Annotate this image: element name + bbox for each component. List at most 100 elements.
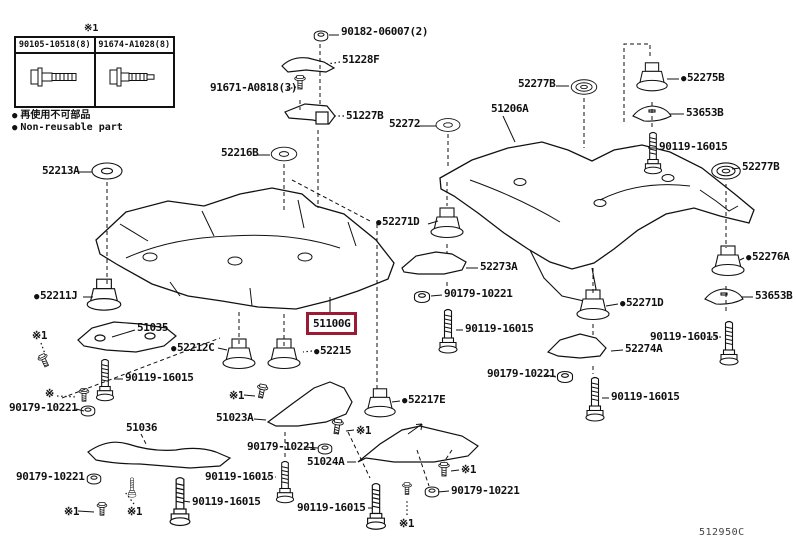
diagram-code: 512950C — [699, 527, 745, 538]
part-label-90119-16015[interactable]: 90119-16015 — [297, 501, 366, 514]
legend: ●再使用不可部品 ●Non-reusable part — [12, 110, 123, 134]
fastener-note-table: 90105-10518(8) 91674-A1028(8) — [14, 36, 175, 108]
part-number-text: ※1 — [356, 424, 372, 437]
part-label-52271D[interactable]: ●52271D — [376, 215, 420, 228]
non-reusable-dot-icon: ● — [376, 217, 382, 228]
part-label-52271D[interactable]: ●52271D — [620, 297, 664, 309]
part-number-text: 52215 — [320, 344, 352, 357]
part-label-90119-16015[interactable]: 90119-16015 — [611, 390, 680, 403]
part-number-text: 90182-06007(2) — [341, 25, 429, 38]
part-label-52276A[interactable]: ●52276A — [746, 251, 790, 263]
part-label-90179-10221[interactable]: 90179-10221 — [451, 484, 520, 497]
part-label-51035[interactable]: 51035 — [137, 322, 169, 333]
part-label-52212C[interactable]: ●52212C — [171, 341, 215, 354]
fastener-cell: 91674-A1028(8) — [93, 38, 173, 106]
dotted-leader-lines — [40, 61, 721, 515]
part-label-52213A[interactable]: 52213A — [42, 165, 80, 176]
part-label-53653B[interactable]: 53653B — [686, 107, 724, 118]
fastener-part-number[interactable]: 91674-A1028(8) — [95, 38, 173, 54]
part-label-52217E[interactable]: ●52217E — [402, 393, 446, 406]
part-number-text: 90179-10221 — [487, 367, 556, 380]
part-label-90119-16015[interactable]: 90119-16015 — [465, 323, 534, 334]
part-label-90119-16015[interactable]: 90119-16015 — [192, 496, 261, 507]
part-label-53653B[interactable]: 53653B — [755, 289, 793, 302]
part-number-text: 52216B — [221, 146, 259, 159]
part-number-text: 90179-10221 — [444, 287, 513, 300]
note-ref: ※1 — [229, 390, 244, 401]
legend-row-jp: ●再使用不可部品 — [12, 110, 123, 122]
part-number-text: ※1 — [461, 463, 477, 476]
part-label-52274A[interactable]: 52274A — [625, 342, 663, 355]
part-label-51227B[interactable]: 51227B — [346, 110, 384, 121]
part-label-90119-16015[interactable]: 90119-16015 — [125, 371, 194, 384]
part-label-52275B[interactable]: ●52275B — [681, 71, 725, 84]
non-reusable-dot-icon: ● — [314, 346, 320, 357]
part-label-90179-10221[interactable]: 90179-10221 — [444, 287, 513, 300]
part-number-text: 90179-10221 — [16, 470, 85, 483]
part-number-text: 90179-10221 — [451, 484, 520, 497]
part-number-text: 52273A — [480, 260, 518, 273]
part-number-text: 52217E — [408, 393, 446, 406]
part-number-text: ※1 — [399, 517, 415, 530]
part-label-90179-10221[interactable]: 90179-10221 — [487, 367, 556, 380]
part-label-52211J[interactable]: ●52211J — [34, 289, 78, 302]
part-number-text: 52271D — [382, 215, 420, 228]
part-label-52216B[interactable]: 52216B — [221, 146, 259, 159]
part-number-text: 90119-16015 — [659, 140, 728, 153]
part-label-51036[interactable]: 51036 — [126, 422, 158, 433]
part-number-text: ※1 — [127, 505, 143, 518]
part-label-90119-16015[interactable]: 90119-16015 — [650, 331, 719, 342]
part-number-text: 52212C — [177, 341, 215, 354]
part-number-text: 90119-16015 — [611, 390, 680, 403]
part-label-highlighted-51100G[interactable]: 51100G — [306, 312, 358, 335]
part-label-52272[interactable]: 52272 — [389, 118, 421, 129]
part-number-text: 90179-10221 — [247, 440, 316, 453]
part-number-text: 90119-16015 — [297, 501, 366, 514]
part-number-text: 90119-16015 — [125, 371, 194, 384]
fastener-table-ref: ※1 — [84, 23, 99, 34]
part-number-text: ※1 — [32, 329, 48, 342]
part-label-90179-10221[interactable]: 90179-10221 — [9, 401, 78, 414]
non-reusable-dot-icon: ● — [12, 123, 18, 133]
bolt-icon — [16, 54, 94, 106]
part-label-51023A[interactable]: 51023A — [216, 411, 254, 424]
part-number-text: 52277B — [518, 77, 556, 90]
part-label-90119-16015[interactable]: 90119-16015 — [659, 140, 728, 153]
non-reusable-dot-icon: ● — [12, 111, 18, 121]
part-label-52215[interactable]: ●52215 — [314, 344, 352, 357]
part-label-91671-A0818-3-[interactable]: 91671-A0818(3) — [210, 81, 298, 94]
part-number-text: 51100G — [313, 317, 351, 330]
front-crossmember-art — [95, 187, 395, 310]
part-label-52277B[interactable]: 52277B — [518, 77, 556, 90]
part-label-52277B[interactable]: 52277B — [742, 161, 780, 172]
part-number-text: 91671-A0818(3) — [210, 81, 298, 94]
part-number-text: 90179-10221 — [9, 401, 78, 414]
part-number-text: ※ — [45, 387, 54, 400]
part-label-51024A[interactable]: 51024A — [307, 456, 345, 467]
part-number-text: 53653B — [755, 289, 793, 302]
note-ref: ※1 — [32, 330, 47, 341]
part-label-90179-10221[interactable]: 90179-10221 — [247, 440, 316, 453]
non-reusable-dot-icon: ● — [402, 395, 408, 406]
part-number-text: 52274A — [625, 342, 663, 355]
part-label-52273A[interactable]: 52273A — [480, 260, 518, 273]
legend-text-jp: 再使用不可部品 — [20, 110, 91, 121]
part-number-text: 52211J — [40, 289, 78, 302]
note-ref: ※1 — [356, 425, 371, 436]
legend-text-en: Non-reusable part — [20, 122, 123, 133]
part-label-51228F[interactable]: 51228F — [342, 54, 380, 65]
non-reusable-dot-icon: ● — [171, 343, 177, 354]
non-reusable-dot-icon: ● — [746, 252, 752, 263]
fastener-part-number[interactable]: 90105-10518(8) — [16, 38, 94, 54]
part-number-text: 51023A — [216, 411, 254, 424]
part-number-text: ※1 — [64, 505, 80, 518]
part-label-90119-16015[interactable]: 90119-16015 — [205, 471, 274, 482]
legend-row-en: ●Non-reusable part — [12, 122, 123, 134]
non-reusable-dot-icon: ● — [34, 291, 40, 302]
part-number-text: 52275B — [687, 71, 725, 84]
part-label-51206A[interactable]: 51206A — [491, 103, 529, 114]
part-label-90182-06007-2-[interactable]: 90182-06007(2) — [341, 25, 429, 38]
part-label-90179-10221[interactable]: 90179-10221 — [16, 470, 85, 483]
